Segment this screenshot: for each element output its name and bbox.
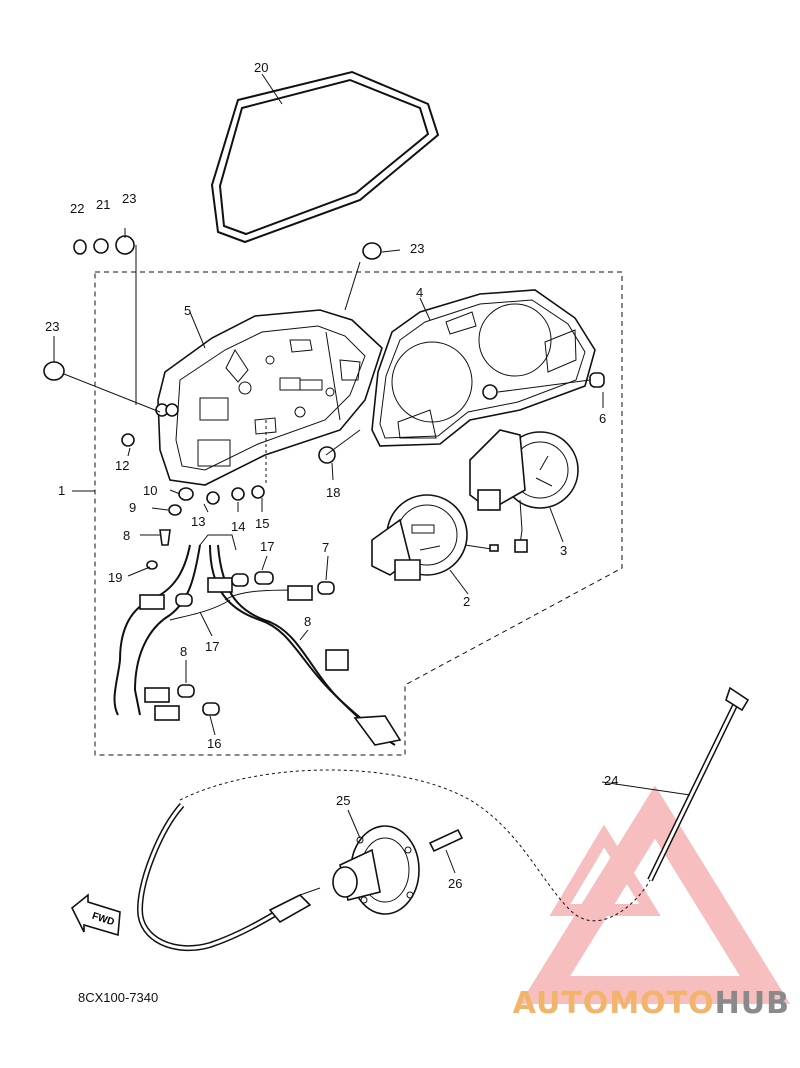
callout-13: 13 — [191, 514, 205, 529]
callout-16: 16 — [207, 736, 221, 751]
callout-2: 2 — [463, 594, 470, 609]
part-2-speedometer — [371, 494, 499, 581]
callout-23-top-right: 23 — [410, 241, 424, 256]
bulbs-and-sockets — [139, 571, 335, 721]
callout-18: 18 — [326, 485, 340, 500]
part-3-tachometer — [469, 429, 579, 553]
fasteners — [43, 235, 605, 570]
callout-14: 14 — [231, 519, 245, 534]
part-7-wire-harness — [113, 534, 402, 746]
callout-1: 1 — [58, 483, 65, 498]
callout-26: 26 — [448, 876, 462, 891]
diagram-code: 8CX100-7340 — [78, 990, 159, 1005]
watermark-text-secondary: HUB — [714, 986, 790, 1021]
callout-15: 15 — [255, 516, 269, 531]
callout-9: 8 — [123, 528, 130, 543]
callout-24: 24 — [604, 773, 618, 788]
callout-labels: 20 22 21 23 23 23 5 4 6 12 18 1 10 9 13 … — [45, 60, 618, 928]
part-25-gear-unit — [332, 825, 420, 915]
watermark-text-primary: AUTOMOTO — [512, 986, 715, 1021]
callout-8-right: 7 — [322, 540, 329, 555]
callout-17-right: 17 — [260, 539, 274, 554]
callout-6: 6 — [599, 411, 606, 426]
leader-lines — [53, 73, 691, 874]
callout-12: 12 — [115, 458, 129, 473]
watermark-text: AUTOMOTOHUB — [513, 986, 790, 1021]
callout-8-left: 8 — [180, 644, 187, 659]
callout-22: 22 — [70, 201, 84, 216]
cable-routing-line — [179, 769, 651, 922]
callout-21: 21 — [96, 197, 110, 212]
assembly-boundary — [94, 271, 623, 756]
part-26-pin — [428, 828, 464, 853]
watermark-logo-triangle — [519, 785, 791, 1004]
callout-19: 19 — [108, 570, 122, 585]
callout-11: 10 — [143, 483, 157, 498]
callout-23-top-left: 23 — [122, 191, 136, 206]
callout-17-left: 17 — [205, 639, 219, 654]
callout-4: 4 — [416, 285, 423, 300]
callout-10: 9 — [129, 500, 136, 515]
forward-direction-arrow — [70, 893, 121, 937]
callout-3: 3 — [560, 543, 567, 558]
callout-5: 5 — [184, 303, 191, 318]
callout-7: 8 — [304, 614, 311, 629]
part-20-trim-ring — [210, 70, 440, 244]
callout-25: 25 — [336, 793, 350, 808]
callout-20: 20 — [254, 60, 268, 75]
part-4-meter-panel — [371, 289, 596, 447]
callout-23-left: 23 — [45, 319, 59, 334]
part-5-meter-case — [157, 309, 383, 486]
part-24-meter-cable — [136, 686, 750, 952]
